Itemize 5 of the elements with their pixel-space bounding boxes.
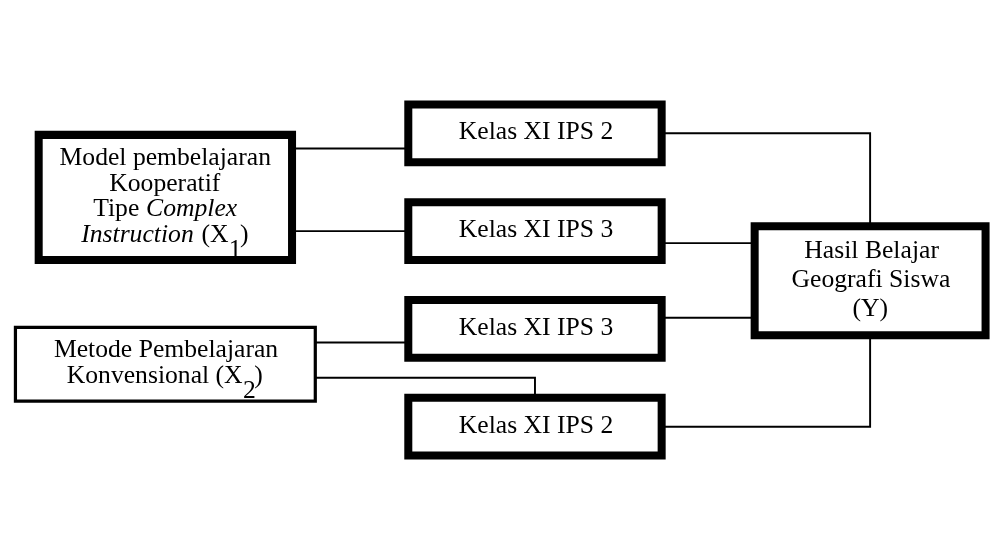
- node-box: Hasil Belajar Geografi Siswa (Y): [750, 222, 990, 340]
- node-box: Kelas XI IPS 3: [404, 296, 666, 362]
- node-box: Kelas XI IPS 2: [404, 393, 666, 460]
- node-box: Kelas XI IPS 2: [404, 100, 666, 167]
- node-box: Kelas XI IPS 3: [404, 198, 666, 264]
